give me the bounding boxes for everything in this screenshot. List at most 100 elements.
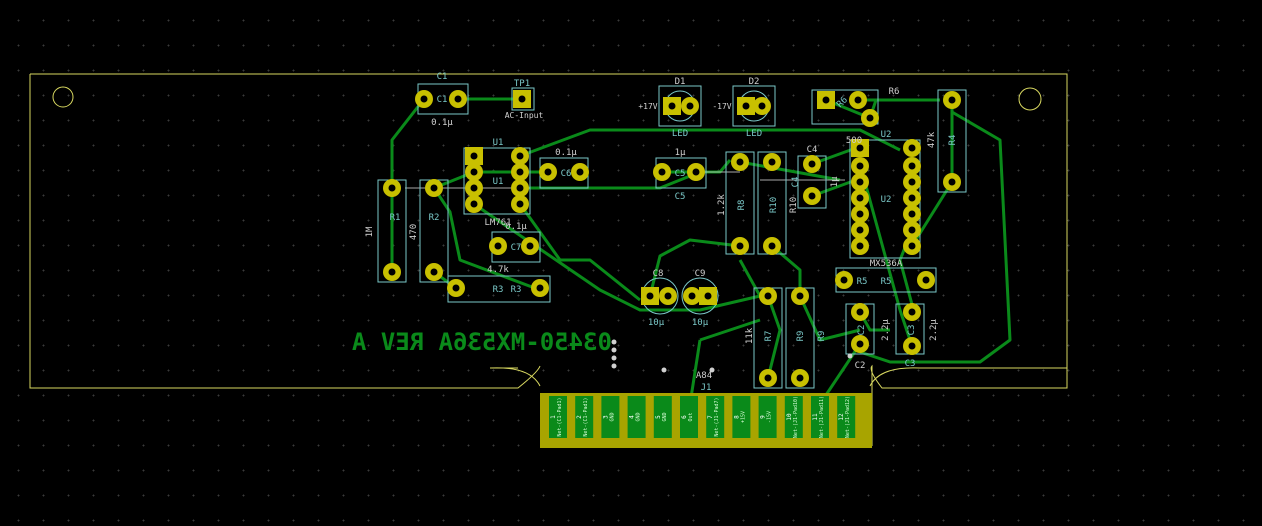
r5-ref: R5 bbox=[857, 277, 868, 287]
j1-value: A84 bbox=[696, 371, 712, 381]
d2-net: -17V bbox=[712, 102, 731, 111]
c2-ref: C2 bbox=[855, 361, 866, 371]
finger-3-net: GND bbox=[609, 412, 615, 421]
r2-pad-2-drill bbox=[430, 268, 438, 276]
c9-pad-1-drill bbox=[688, 292, 696, 300]
c9-ref: C9 bbox=[695, 269, 706, 279]
c9-outline[interactable] bbox=[681, 277, 719, 315]
r9-pad-1-drill bbox=[796, 292, 804, 300]
r3-pad-1-drill bbox=[452, 284, 460, 292]
c3-ref2: C3 bbox=[907, 325, 917, 336]
c1-ref: C1 bbox=[437, 72, 448, 82]
finger-10-number: 10 bbox=[786, 413, 793, 421]
r7-pad-1-drill bbox=[764, 292, 772, 300]
r10-ref2: R10 bbox=[769, 197, 779, 213]
c2-pad-2-drill bbox=[856, 340, 864, 348]
finger-10-net: Net-(J1-Pad10) bbox=[793, 396, 799, 438]
c4-ref: C4 bbox=[807, 145, 818, 155]
u2-pad-12-drill bbox=[908, 178, 916, 186]
r4-ref2: R4 bbox=[948, 135, 958, 146]
board-silk-text: 03450-MX536A REV A bbox=[351, 328, 612, 356]
u2-pad-10-drill bbox=[908, 210, 916, 218]
finger-3[interactable] bbox=[601, 396, 620, 438]
finger-6[interactable] bbox=[680, 396, 698, 438]
u2-value: MX536A bbox=[870, 259, 903, 269]
c7-pad-2-drill bbox=[526, 242, 534, 250]
tp1-outline[interactable] bbox=[511, 87, 535, 111]
r3-value: 4.7k bbox=[487, 265, 509, 275]
c2-ref2: C2 bbox=[857, 325, 867, 336]
finger-2[interactable] bbox=[575, 396, 594, 438]
finger-11[interactable] bbox=[811, 396, 829, 438]
u2-pad-3-drill bbox=[856, 178, 864, 186]
u1-pad-8-drill bbox=[516, 152, 524, 160]
r6-pad-2-drill bbox=[854, 96, 862, 104]
finger-10[interactable] bbox=[784, 396, 803, 438]
d1-net: +17V bbox=[638, 102, 657, 111]
c7-ref: C7 bbox=[511, 243, 522, 253]
finger-5-net: GND bbox=[662, 412, 668, 421]
r10-pad-1-drill bbox=[768, 158, 776, 166]
r9-value: R9 bbox=[817, 331, 827, 342]
finger-1[interactable] bbox=[549, 396, 567, 438]
j1-ref: J1 bbox=[701, 383, 712, 393]
r4-value: 47k bbox=[927, 131, 937, 148]
c5-pad-1-drill bbox=[658, 168, 666, 176]
c5-ref2: C5 bbox=[675, 169, 686, 179]
r4-outline[interactable] bbox=[937, 89, 967, 193]
r6-ref: R6 bbox=[889, 87, 900, 97]
finger-11-net: Net-(J1-Pad11) bbox=[819, 396, 825, 438]
finger-8[interactable] bbox=[732, 396, 751, 438]
board-outline bbox=[29, 73, 1068, 446]
finger-1-number: 1 bbox=[550, 415, 557, 419]
r1-pad-2-drill bbox=[388, 268, 396, 276]
c3-value: 2.2µ bbox=[929, 319, 939, 341]
finger-9-number: 9 bbox=[760, 415, 767, 419]
u2-pad-1-drill bbox=[856, 144, 864, 152]
r6-outline[interactable] bbox=[811, 89, 879, 125]
finger-9[interactable] bbox=[758, 396, 777, 438]
finger-4-net: GND bbox=[636, 412, 642, 421]
tp1-ref: TP1 bbox=[514, 79, 530, 89]
finger-7[interactable] bbox=[706, 396, 725, 438]
r5-pad-1-drill bbox=[840, 276, 848, 284]
r8-value: 1.2k bbox=[717, 194, 727, 216]
mounting-hole-right bbox=[1018, 87, 1042, 111]
c4-ref2: C4 bbox=[791, 177, 801, 188]
r5-pad-2-drill bbox=[922, 276, 930, 284]
r1-ref2: R1 bbox=[390, 213, 401, 223]
u1-pad-4-drill bbox=[470, 200, 478, 208]
r7-ref2: R7 bbox=[764, 331, 774, 342]
c6-ref: C6 bbox=[561, 169, 572, 179]
r3-ref2: R3 bbox=[493, 285, 504, 295]
r3-ref: R3 bbox=[511, 285, 522, 295]
r2-value: 470 bbox=[409, 224, 419, 240]
c2-value: 2.2µ bbox=[881, 319, 891, 341]
c3-ref: C3 bbox=[905, 359, 916, 369]
finger-12-net: Net-(J1-Pad12) bbox=[845, 396, 851, 438]
u2-pad-8-drill bbox=[908, 242, 916, 250]
r8-ref2: R8 bbox=[737, 200, 747, 211]
finger-8-net: +15V bbox=[740, 411, 746, 423]
finger-12-number: 12 bbox=[838, 413, 845, 421]
finger-12[interactable] bbox=[837, 396, 856, 438]
u1-ref: U1 bbox=[493, 138, 504, 148]
mounting-hole-left bbox=[52, 86, 74, 108]
d1-outline[interactable] bbox=[658, 85, 702, 127]
u1-outline[interactable] bbox=[463, 147, 531, 215]
finger-5[interactable] bbox=[653, 396, 672, 438]
u2-pad-14-drill bbox=[908, 144, 916, 152]
finger-4[interactable] bbox=[627, 396, 646, 438]
c9-value: 10µ bbox=[692, 318, 709, 328]
r8-pad-1-drill bbox=[736, 158, 744, 166]
u1-pad-2-drill bbox=[470, 168, 478, 176]
r7-pad-2-drill bbox=[764, 374, 772, 382]
c8-pad-2-drill bbox=[664, 292, 672, 300]
c1-pad-1-drill bbox=[420, 95, 428, 103]
d2-outline[interactable] bbox=[732, 85, 776, 127]
u2-ref2: U2 bbox=[881, 195, 892, 205]
u1-pad-6-drill bbox=[516, 184, 524, 192]
